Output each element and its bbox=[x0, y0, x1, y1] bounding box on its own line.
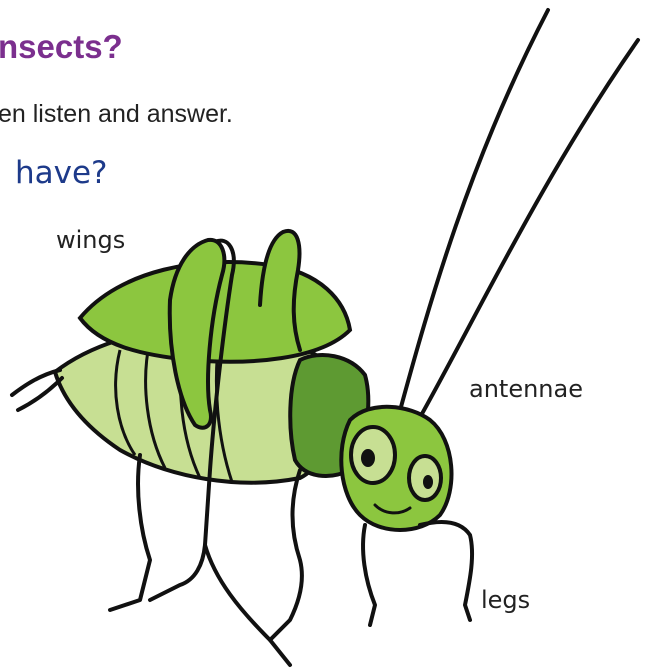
label-legs: legs bbox=[481, 586, 530, 614]
leg-hind-foot bbox=[205, 545, 290, 665]
label-antennae: antennae bbox=[469, 375, 583, 403]
leg-mid bbox=[270, 470, 302, 640]
leg-front-right bbox=[420, 522, 472, 620]
leg-rear-short bbox=[110, 455, 150, 610]
label-wings: wings bbox=[56, 226, 125, 254]
antenna-left bbox=[398, 10, 548, 418]
leg-front-left bbox=[363, 525, 375, 625]
antenna-right bbox=[414, 40, 638, 428]
